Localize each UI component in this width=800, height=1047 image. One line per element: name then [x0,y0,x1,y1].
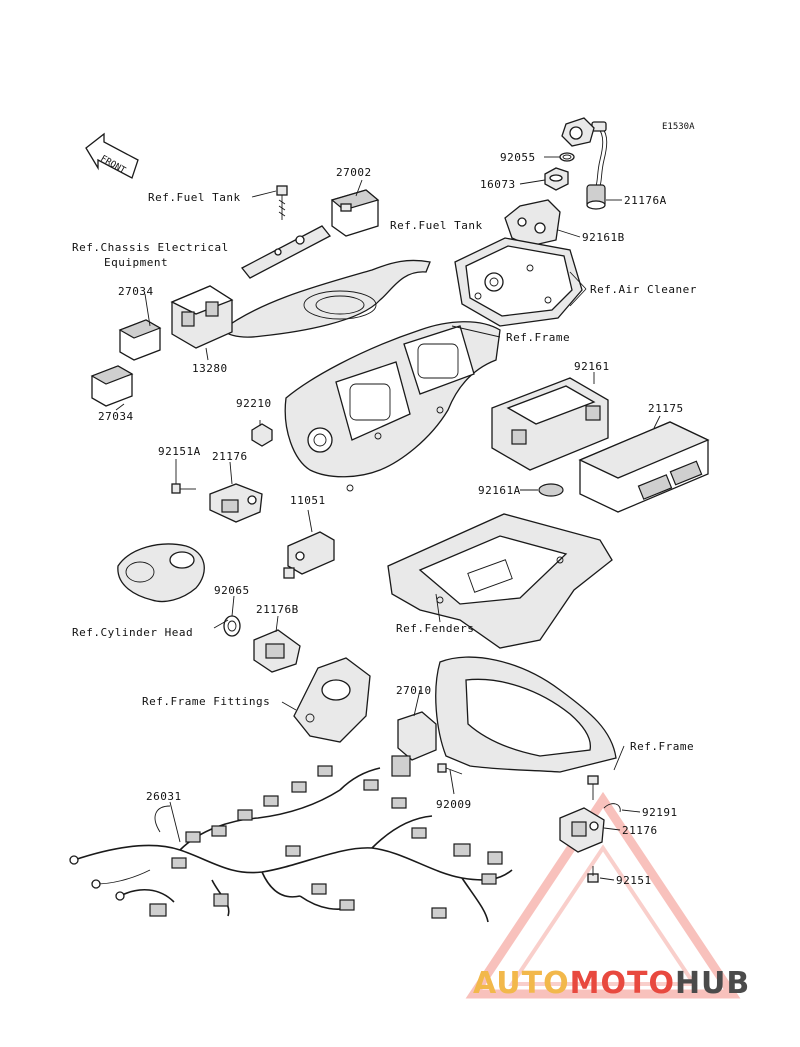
wiring-harness-26031 [69,765,513,923]
relay-bracket [241,225,331,279]
ref-cylinder-head: Ref.Cylinder Head [72,626,193,639]
bolt-92009 [437,763,463,775]
label-92151A: 92151A [158,445,201,458]
tank-shroud [220,259,431,338]
relay-27002 [330,189,380,237]
relay-box-13280 [170,285,234,349]
ref-fuel-tank-right: Ref.Fuel Tank [390,219,483,232]
label-92065: 92065 [214,584,250,597]
frame-fitting [293,657,371,743]
fender-tray [387,513,613,649]
label-21176A: 21176A [624,194,667,207]
bolt-92151-upper [587,775,599,800]
sensor-21176B [253,629,301,673]
label-92210: 92210 [236,397,272,410]
watermark-moto: MOTO [570,966,675,1001]
front-arrow: FRONT [85,132,139,179]
label-21176-rear: 21176 [622,824,658,837]
label-92161B: 92161B [582,231,625,244]
diagram-code: E1530A [662,122,695,132]
relay-27034-upper [118,319,162,361]
label-92161: 92161 [574,360,610,373]
bolt-92151 [587,866,599,883]
label-92055: 92055 [500,151,536,164]
ref-fuel-tank-left: Ref.Fuel Tank [148,191,241,204]
frame-casting [284,321,501,492]
cylinder-head [117,543,205,603]
label-21176B: 21176B [256,603,299,616]
bracket-11051 [283,531,335,579]
watermark-hub: HUB [675,966,750,1001]
label-92009: 92009 [436,798,472,811]
label-92191: 92191 [642,806,678,819]
ref-air-cleaner: Ref.Air Cleaner [590,283,697,296]
label-13280: 13280 [192,362,228,375]
ref-frame-fittings: Ref.Frame Fittings [142,695,270,708]
label-26031: 26031 [146,790,182,803]
ecu-21175 [578,421,710,513]
ref-frame-lower: Ref.Frame [630,740,694,753]
label-27034-lower: 27034 [98,410,134,423]
bolt-92151A [171,483,196,494]
o-ring-92055 [559,152,575,162]
label-92151: 92151 [616,874,652,887]
grommet-92210 [251,423,273,447]
ref-fenders: Ref.Fenders [396,622,474,635]
label-27034-upper: 27034 [118,285,154,298]
label-21175: 21175 [648,402,684,415]
ref-chassis-equipment: Equipment [104,256,168,269]
bracket-92161B [504,199,561,247]
label-27002: 27002 [336,166,372,179]
relay-27034-lower [90,365,134,407]
nut-16073 [544,167,569,191]
label-11051: 11051 [290,494,326,507]
rear-frame [435,656,617,773]
relay-27010 [391,711,437,777]
label-16073: 16073 [480,178,516,191]
watermark-text: AUTOMOTOHUB [473,966,750,1001]
bolt-fuel-tank [276,185,288,220]
label-92161A: 92161A [478,484,521,497]
label-21176: 21176 [212,450,248,463]
sensor-21176A [561,117,608,210]
leader-lines [115,156,661,881]
grommet-92161A [538,483,564,497]
clip-92191 [603,803,621,813]
sensor-21176 [209,483,263,523]
air-cleaner-housing [454,237,583,327]
ref-frame-upper: Ref.Frame [506,331,570,344]
label-27010: 27010 [396,684,432,697]
sensor-21176-rear [559,807,605,853]
washer-92065 [223,615,241,637]
ref-chassis-electrical: Ref.Chassis Electrical [72,241,229,254]
ecu-bracket-92161 [491,377,609,471]
watermark-auto: AUTO [473,966,570,1001]
watermark-logo [465,791,741,999]
